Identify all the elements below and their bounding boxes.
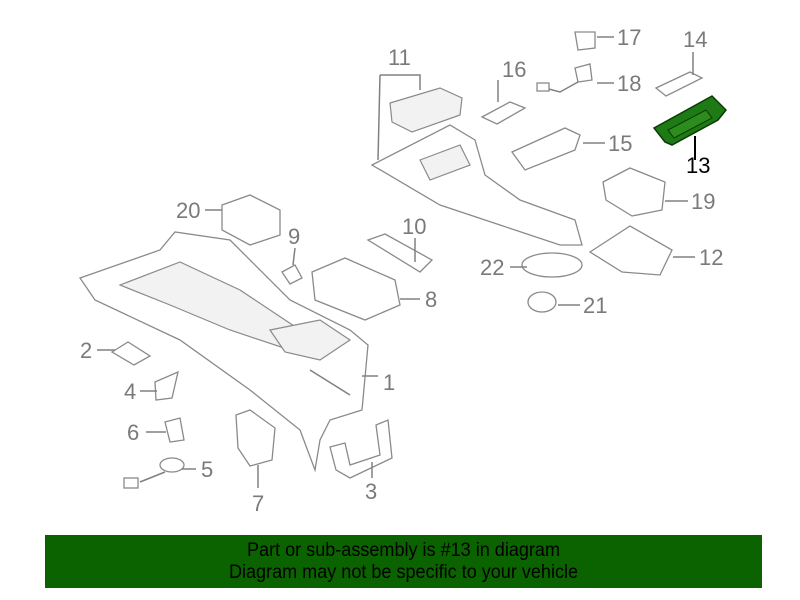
part-4[interactable] — [154, 370, 179, 401]
part-12[interactable] — [588, 225, 673, 276]
callout-6: 6 — [127, 420, 139, 445]
callout-13: 13 — [686, 153, 710, 178]
callout-5: 5 — [201, 457, 213, 482]
callout-1: 1 — [383, 370, 395, 395]
part-18[interactable] — [536, 63, 593, 93]
callout-22: 22 — [480, 255, 504, 280]
callout-16: 16 — [502, 57, 526, 82]
callout-14: 14 — [683, 27, 707, 52]
callout-8: 8 — [425, 287, 437, 312]
callout-2: 2 — [80, 338, 92, 363]
part-7[interactable] — [235, 409, 276, 467]
callout-12: 12 — [699, 245, 723, 270]
part-22[interactable] — [521, 252, 583, 278]
info-banner: Part or sub-assembly is #13 in diagram D… — [45, 535, 762, 588]
callout-3: 3 — [365, 479, 377, 504]
callout-17: 17 — [617, 25, 641, 50]
leader-lines — [97, 36, 696, 488]
part-13-highlighted[interactable] — [652, 95, 728, 146]
part-16[interactable] — [480, 101, 527, 125]
part-3[interactable] — [329, 419, 393, 479]
callout-labels: 1 2 3 4 5 6 7 8 9 10 11 12 13 14 15 16 1… — [80, 25, 723, 516]
callout-10: 10 — [402, 214, 426, 239]
callout-19: 19 — [691, 189, 715, 214]
banner-line-1: Part or sub-assembly is #13 in diagram — [246, 540, 560, 561]
callout-9: 9 — [288, 224, 300, 249]
part-8-armrest[interactable] — [311, 257, 401, 321]
part-6[interactable] — [164, 417, 185, 443]
part-10[interactable] — [366, 233, 434, 273]
banner-line-2: Diagram may not be specific to your vehi… — [228, 562, 579, 583]
callout-4: 4 — [124, 379, 136, 404]
part-5[interactable] — [123, 457, 185, 489]
callout-20: 20 — [176, 198, 200, 223]
part-19[interactable] — [602, 167, 666, 217]
part-11-trim-panel[interactable] — [370, 87, 583, 246]
callout-15: 15 — [608, 131, 632, 156]
part-1-center-console[interactable] — [78, 231, 369, 473]
part-14[interactable] — [654, 71, 704, 97]
callout-18: 18 — [617, 71, 641, 96]
callout-11: 11 — [388, 45, 411, 70]
callout-21: 21 — [583, 293, 607, 318]
part-17[interactable] — [574, 31, 596, 51]
part-15[interactable] — [511, 127, 581, 171]
part-21[interactable] — [527, 291, 557, 313]
part-20[interactable] — [221, 194, 281, 246]
part-9[interactable] — [281, 264, 303, 285]
callout-7: 7 — [252, 491, 264, 516]
part-2[interactable] — [110, 341, 152, 366]
